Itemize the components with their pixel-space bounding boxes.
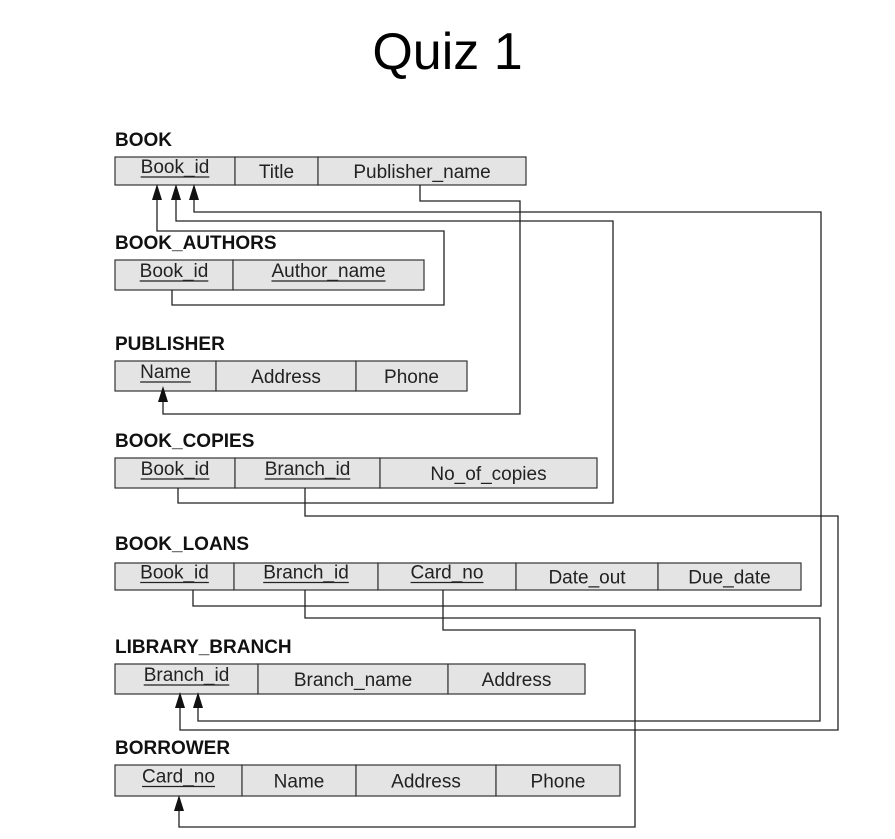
column-label: Publisher_name	[353, 162, 490, 183]
column-cell	[377, 562, 517, 591]
column-cell	[355, 360, 468, 392]
column-cell	[379, 457, 598, 489]
column-name: Name	[241, 764, 357, 797]
column-card-no: Card_no	[377, 562, 517, 591]
table-name: PUBLISHER	[115, 334, 225, 355]
arrowhead-icon	[193, 692, 203, 708]
column-label: Branch_id	[263, 563, 349, 584]
column-card-no: Card_no	[114, 764, 243, 797]
column-label: Book_id	[141, 459, 210, 480]
column-title: Title	[234, 156, 319, 186]
table-name: BORROWER	[115, 738, 230, 759]
foreign-key-line	[192, 200, 822, 607]
column-label: Book_id	[140, 261, 209, 282]
foreign-key-line	[162, 185, 521, 415]
column-label: Phone	[531, 772, 586, 793]
column-label: Name	[140, 362, 191, 383]
column-publisher-name: Publisher_name	[317, 156, 527, 186]
column-due-date: Due_date	[657, 562, 802, 591]
arrowhead-icon	[189, 184, 199, 200]
arrowhead-icon	[152, 184, 162, 200]
table-book: BOOK Book_id Title Publisher_name	[114, 130, 527, 186]
column-label: Phone	[384, 367, 439, 388]
column-phone: Phone	[355, 360, 468, 392]
column-label: Branch_id	[144, 665, 230, 686]
column-label: Book_id	[141, 157, 210, 178]
page-title: Quiz 1	[372, 23, 523, 81]
column-no-of-copies: No_of_copies	[379, 457, 598, 489]
table-name: BOOK_AUTHORS	[115, 233, 277, 254]
foreign-key-line	[179, 488, 839, 731]
column-cell	[114, 764, 243, 797]
table-book-copies: BOOK_COPIES Book_id Branch_id No_of_copies	[114, 431, 598, 489]
column-cell	[114, 156, 236, 186]
table-name: BOOK	[115, 130, 172, 151]
column-address: Address	[215, 360, 357, 392]
table-library-branch: LIBRARY_BRANCH Branch_id Branch_name Addres…	[114, 637, 586, 695]
table-name: BOOK_LOANS	[115, 534, 249, 555]
column-cell	[114, 663, 259, 695]
column-label: Card_no	[411, 563, 484, 584]
column-cell	[495, 764, 621, 797]
table-book-authors: BOOK_AUTHORS Book_id Author_name	[114, 233, 425, 291]
column-name: Name	[114, 360, 217, 392]
column-cell	[114, 457, 236, 489]
column-cell	[515, 562, 659, 591]
column-label: Due_date	[688, 568, 770, 589]
table-borrower: BORROWER Card_no Name Address Phone	[114, 738, 621, 797]
table-book-loans: BOOK_LOANS Book_id Branch_id Card_no Date_ou…	[114, 534, 802, 591]
column-book-id: Book_id	[114, 562, 235, 591]
column-label: Title	[259, 162, 294, 183]
column-cell	[241, 764, 357, 797]
column-book-id: Book_id	[114, 259, 234, 291]
column-cell	[317, 156, 527, 186]
arrowhead-icon	[174, 795, 184, 811]
column-branch-id: Branch_id	[233, 562, 379, 591]
column-label: Branch_id	[265, 459, 351, 480]
column-branch-name: Branch_name	[257, 663, 449, 695]
column-book-id: Book_id	[114, 457, 236, 489]
column-branch-id: Branch_id	[234, 457, 381, 489]
column-label: Date_out	[548, 568, 626, 589]
column-address: Address	[447, 663, 586, 695]
column-label: Branch_name	[294, 670, 412, 691]
table-name: LIBRARY_BRANCH	[115, 637, 292, 658]
foreign-key-line	[197, 590, 821, 722]
column-cell	[114, 259, 234, 291]
column-label: Author_name	[271, 261, 385, 282]
column-author-name: Author_name	[232, 259, 425, 291]
column-phone: Phone	[495, 764, 621, 797]
column-cell	[657, 562, 802, 591]
foreign-key-line	[178, 590, 636, 828]
column-book-id: Book_id	[114, 156, 236, 186]
table-publisher: PUBLISHER Name Address Phone	[114, 334, 468, 392]
column-cell	[114, 360, 217, 392]
column-cell	[447, 663, 586, 695]
column-label: No_of_copies	[430, 464, 546, 485]
foreign-key-line	[156, 200, 445, 306]
foreign-key-line	[175, 200, 614, 504]
column-label: Book_id	[140, 563, 209, 584]
column-date-out: Date_out	[515, 562, 659, 591]
column-label: Address	[391, 772, 461, 793]
column-branch-id: Branch_id	[114, 663, 259, 695]
column-cell	[232, 259, 425, 291]
column-cell	[233, 562, 379, 591]
column-cell	[234, 156, 319, 186]
column-cell	[257, 663, 449, 695]
column-label: Address	[251, 367, 321, 388]
column-label: Name	[274, 772, 325, 793]
table-name: BOOK_COPIES	[115, 431, 254, 452]
arrowhead-icon	[175, 692, 185, 708]
column-label: Address	[482, 670, 552, 691]
arrowhead-icon	[158, 386, 168, 402]
column-label: Card_no	[142, 767, 215, 788]
arrowhead-icon	[171, 184, 181, 200]
column-address: Address	[355, 764, 497, 797]
